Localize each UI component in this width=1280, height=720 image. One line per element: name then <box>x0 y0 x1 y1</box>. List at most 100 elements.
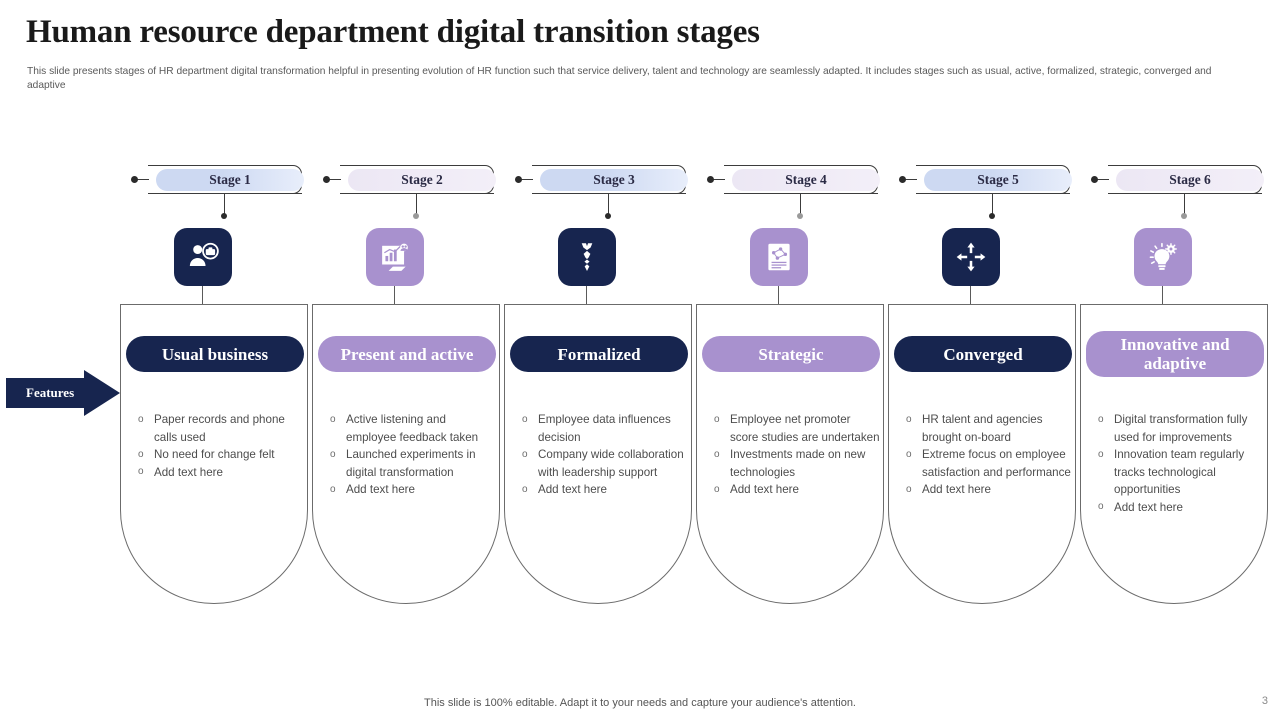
stage-label: Stage 4 <box>785 172 827 187</box>
list-item: Add text here <box>709 481 881 499</box>
list-item: Add text here <box>133 463 305 482</box>
stage-marker-4[interactable]: Stage 4 <box>706 165 880 223</box>
stage-connector-dot <box>323 176 330 183</box>
icon-stem-line <box>1162 286 1163 304</box>
stage-end-dot <box>989 213 995 219</box>
stage-label-pill[interactable]: Stage 5 <box>924 169 1072 191</box>
stage-drop-elbow <box>608 193 686 194</box>
stage-label: Stage 2 <box>401 172 443 187</box>
stage-drop-elbow <box>224 193 302 194</box>
stage-column-3: Stage 3 FormalizedEmployee data influence… <box>502 0 694 720</box>
stage-connector-dot <box>131 176 138 183</box>
stage-bullet-list: Digital transformation fully used for im… <box>1093 410 1265 517</box>
stage-column-6: Stage 6 Innovative and adaptiveDigital tr… <box>1078 0 1270 720</box>
list-item: Employee net promoter score studies are … <box>709 410 881 446</box>
stage-drop-line <box>1184 193 1185 215</box>
stage-drop-elbow <box>992 193 1070 194</box>
list-item: HR talent and agencies brought on-board <box>901 410 1073 446</box>
stage-end-dot <box>797 213 803 219</box>
stage-card-title: Usual business <box>126 336 304 372</box>
stage-card-title: Present and active <box>318 336 496 372</box>
lightbulb-gear-icon[interactable] <box>1134 228 1192 286</box>
stage-label: Stage 1 <box>209 172 251 187</box>
stage-label: Stage 3 <box>593 172 635 187</box>
stage-drop-line <box>608 193 609 215</box>
stage-label-pill[interactable]: Stage 3 <box>540 169 688 191</box>
stage-column-2: Stage 2 Present and activeActive listenin… <box>310 0 502 720</box>
stage-marker-2[interactable]: Stage 2 <box>322 165 496 223</box>
stage-end-dot <box>221 213 227 219</box>
stage-bullet-list: Employee net promoter score studies are … <box>709 410 881 499</box>
necktie-icon[interactable] <box>558 228 616 286</box>
stage-drop-line <box>224 193 225 215</box>
list-item: Employee data influences decision <box>517 410 689 446</box>
stage-column-4: Stage 4 StrategicEmployee net promoter sc… <box>694 0 886 720</box>
stage-drop-elbow <box>1184 193 1262 194</box>
converging-arrows-icon[interactable] <box>942 228 1000 286</box>
stage-label-pill[interactable]: Stage 4 <box>732 169 880 191</box>
stage-label: Stage 6 <box>1169 172 1211 187</box>
footer-note: This slide is 100% editable. Adapt it to… <box>424 697 856 709</box>
stage-label-pill[interactable]: Stage 2 <box>348 169 496 191</box>
stage-end-dot <box>605 213 611 219</box>
list-item: Active listening and employee feedback t… <box>325 410 497 446</box>
stage-marker-1[interactable]: Stage 1 <box>130 165 304 223</box>
page-title: Human resource department digital transi… <box>26 14 760 50</box>
stage-bullet-list: HR talent and agencies brought on-boardE… <box>901 410 1073 499</box>
stage-connector-line <box>711 179 725 180</box>
stage-connector-line <box>519 179 533 180</box>
stage-card-title: Formalized <box>510 336 688 372</box>
list-item: Launched experiments in digital transfor… <box>325 446 497 481</box>
list-item: Investments made on new technologies <box>709 446 881 481</box>
stage-drop-line <box>416 193 417 215</box>
stage-marker-3[interactable]: Stage 3 <box>514 165 688 223</box>
stage-connector-dot <box>1091 176 1098 183</box>
stage-label-pill[interactable]: Stage 1 <box>156 169 304 191</box>
icon-stem-line <box>586 286 587 304</box>
list-item: Innovation team regularly tracks technol… <box>1093 446 1265 499</box>
list-item: Add text here <box>325 481 497 499</box>
stage-drop-line <box>800 193 801 215</box>
icon-stem-line <box>394 286 395 304</box>
stage-connector-dot <box>515 176 522 183</box>
stage-card-3: FormalizedEmployee data influences decis… <box>504 304 692 604</box>
icon-stem-line <box>970 286 971 304</box>
stage-drop-elbow <box>416 193 494 194</box>
page-number: 3 <box>1261 695 1268 707</box>
stage-label-pill[interactable]: Stage 6 <box>1116 169 1264 191</box>
list-item: Add text here <box>517 481 689 499</box>
stage-marker-5[interactable]: Stage 5 <box>898 165 1072 223</box>
stage-connector-dot <box>899 176 906 183</box>
stage-card-4: StrategicEmployee net promoter score stu… <box>696 304 884 604</box>
stage-drop-elbow <box>800 193 878 194</box>
stage-drop-line <box>992 193 993 215</box>
list-item: Add text here <box>901 481 1073 499</box>
stage-end-dot <box>413 213 419 219</box>
stage-end-dot <box>1181 213 1187 219</box>
stage-card-5: Converged HR talent and agencies brought … <box>888 304 1076 604</box>
stage-card-title: Converged <box>894 336 1072 372</box>
presentation-chart-icon[interactable] <box>366 228 424 286</box>
icon-stem-line <box>778 286 779 304</box>
stage-column-1: Stage 1 Usual businessPaper records and p… <box>118 0 310 720</box>
stage-connector-dot <box>707 176 714 183</box>
list-item: No need for change felt <box>133 446 305 464</box>
strategy-document-icon[interactable] <box>750 228 808 286</box>
list-item: Company wide collaboration with leadersh… <box>517 446 689 481</box>
icon-stem-line <box>202 286 203 304</box>
list-item: Paper records and phone calls used <box>133 410 305 446</box>
stage-connector-line <box>1095 179 1109 180</box>
stage-connector-line <box>135 179 149 180</box>
features-label: Features <box>26 385 75 400</box>
list-item: Extreme focus on employee satisfaction a… <box>901 446 1073 481</box>
stage-marker-6[interactable]: Stage 6 <box>1090 165 1264 223</box>
stage-card-1: Usual businessPaper records and phone ca… <box>120 304 308 604</box>
stage-card-6: Innovative and adaptiveDigital transform… <box>1080 304 1268 604</box>
stage-card-2: Present and activeActive listening and e… <box>312 304 500 604</box>
stage-bullet-list: Employee data influences decisionCompany… <box>517 410 689 499</box>
page-subtitle: This slide presents stages of HR departm… <box>27 66 1212 91</box>
person-briefcase-icon[interactable] <box>174 228 232 286</box>
stage-card-title: Strategic <box>702 336 880 372</box>
stage-bullet-list: Paper records and phone calls usedNo nee… <box>133 410 305 482</box>
